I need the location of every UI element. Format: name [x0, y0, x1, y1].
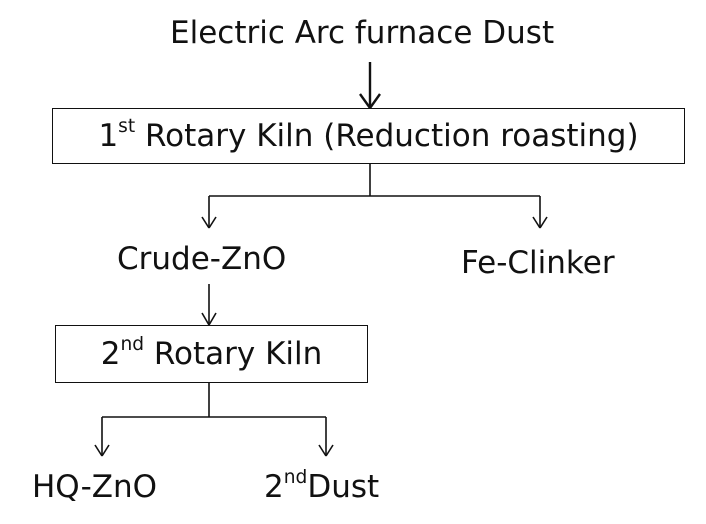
kiln1-name: Rotary Kiln (Reduction roasting)	[135, 118, 639, 154]
hq-zno-label: HQ-ZnO	[32, 469, 158, 505]
dust2-node: 2ndDust	[264, 468, 380, 505]
fe-clinker-label: Fe-Clinker	[461, 245, 615, 281]
source-node: Electric Arc furnace Dust	[170, 18, 554, 49]
fe-clinker-node: Fe-Clinker	[461, 248, 615, 279]
arrowhead-hq-left	[94, 444, 103, 457]
dust2-label: Dust	[307, 469, 380, 505]
source-label: Electric Arc furnace Dust	[170, 15, 555, 51]
arrowhead-crude-left	[201, 216, 210, 229]
arrowhead-source-right	[369, 93, 381, 109]
arrowhead-crude-right	[208, 216, 217, 229]
arrowhead-source-left	[359, 93, 371, 109]
arrowhead-hq-right	[101, 444, 110, 457]
kiln2-label: 2nd Rotary Kiln	[100, 334, 323, 372]
kiln2-name: Rotary Kiln	[144, 336, 323, 372]
crude-zno-label: Crude-ZnO	[117, 241, 287, 277]
arrowhead-dust2-right	[325, 444, 334, 457]
arrowhead-kiln2-left	[201, 312, 210, 326]
arrowhead-dust2-left	[318, 444, 327, 457]
kiln1-box: 1st Rotary Kiln (Reduction roasting)	[52, 108, 685, 164]
hq-zno-node: HQ-ZnO	[32, 472, 157, 503]
crude-zno-node: Crude-ZnO	[117, 244, 286, 275]
arrowhead-kiln2-right	[208, 312, 217, 326]
kiln2-ordinal: nd	[120, 334, 145, 356]
arrowhead-clinker-left	[532, 216, 541, 229]
kiln1-ordinal: st	[118, 116, 136, 138]
kiln2-number: 2	[100, 336, 121, 372]
kiln1-label: 1st Rotary Kiln (Reduction roasting)	[98, 116, 639, 154]
kiln2-box: 2nd Rotary Kiln	[55, 325, 368, 383]
dust2-ordinal: nd	[283, 467, 308, 489]
arrowhead-clinker-right	[539, 216, 548, 229]
kiln1-number: 1	[98, 118, 119, 154]
dust2-number: 2	[264, 469, 284, 505]
